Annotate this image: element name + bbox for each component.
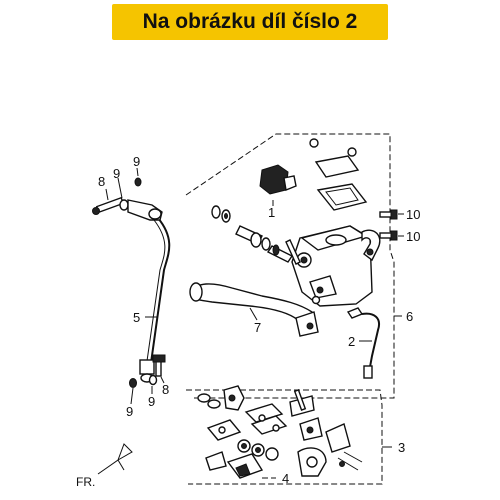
brake-caliper-assembly-3 — [197, 385, 363, 479]
washer-top-left — [119, 199, 129, 211]
banjo-fitting-top — [127, 199, 163, 221]
callout-5: 5 — [133, 310, 140, 325]
callout-2: 2 — [348, 334, 355, 349]
callout-1: 1 — [268, 205, 275, 220]
piston-kit — [211, 205, 301, 265]
master-cylinder-body — [291, 225, 373, 307]
brake-light-switch-1 — [259, 164, 297, 195]
callout-9-bottom-right: 9 — [148, 394, 155, 409]
callout-10-bottom: 10 — [406, 229, 420, 244]
banjo-bolt-bottom — [152, 354, 166, 377]
callout-9-top-left: 9 — [113, 166, 120, 181]
washer-top-right — [134, 177, 142, 187]
banjo-bolt-top — [92, 196, 125, 215]
callout-8-top: 8 — [98, 174, 105, 189]
callout-4: 4 — [282, 471, 289, 486]
callout-3: 3 — [398, 440, 405, 455]
callout-9-top-right: 9 — [133, 154, 140, 169]
front-marker-label: FR. — [76, 475, 95, 489]
page-title: Na obrázku díl číslo 2 — [112, 4, 388, 40]
front-direction-arrow — [97, 443, 133, 475]
callout-7: 7 — [254, 320, 261, 335]
mirror-clamp — [361, 229, 381, 262]
brake-hose-5 — [149, 217, 171, 371]
callout-10-top: 10 — [406, 207, 420, 222]
caliper-assembly-frame — [186, 389, 383, 485]
callout-6: 6 — [406, 309, 413, 324]
page-title-text: Na obrázku díl číslo 2 — [142, 10, 358, 33]
washer-bottom-left — [129, 378, 137, 388]
cap-screws — [309, 138, 357, 157]
brake-lever-7 — [189, 282, 321, 337]
main-assembly-frame — [185, 133, 395, 399]
switch-wire-2 — [346, 307, 380, 379]
washer-bottom-right — [148, 374, 158, 386]
reservoir-diaphragm — [316, 183, 368, 211]
clamp-bolts-10 — [379, 209, 398, 241]
reservoir-cap — [314, 155, 360, 178]
callout-8-bottom: 8 — [162, 382, 169, 397]
callout-9-bottom-left: 9 — [126, 404, 133, 419]
